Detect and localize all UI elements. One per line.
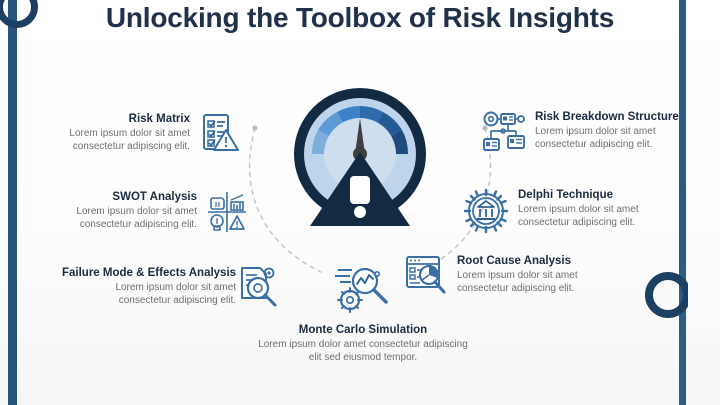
checklist-warning-icon (199, 112, 239, 159)
item-title: Failure Mode & Effects Analysis (62, 267, 237, 279)
item-title: Risk Matrix (128, 113, 190, 125)
item-body: Lorem ipsum dolor sit amet consectetur a… (535, 126, 656, 150)
gear-institution-icon (463, 188, 509, 239)
right-ring-decoration (645, 272, 691, 318)
item-title: Monte Carlo Simulation (298, 324, 428, 336)
item-title: Risk Breakdown Structure (535, 111, 679, 123)
document-magnifier-gear-icon (236, 266, 278, 313)
left-ring-decoration (0, 0, 38, 28)
item-body: Lorem ipsum dolor sit amet consectetur a… (76, 206, 197, 230)
item-title: Delphi Technique (518, 189, 613, 201)
item-risk-matrix[interactable]: Risk Matrix Lorem ipsum dolor sit amet c… (34, 112, 239, 159)
item-delphi-technique[interactable]: Delphi Technique Lorem ipsum dolor sit a… (463, 188, 678, 239)
hierarchy-network-icon (482, 110, 526, 159)
item-failure-mode-effects-analysis[interactable]: Failure Mode & Effects Analysis Lorem ip… (62, 266, 277, 313)
item-body: Lorem ipsum dolor sit amet consectetur a… (518, 204, 639, 228)
item-body: Lorem ipsum dolor sit amet consectetur a… (457, 270, 578, 294)
browser-piechart-magnifier-icon (404, 254, 448, 301)
item-root-cause-analysis[interactable]: Root Cause Analysis Lorem ipsum dolor si… (404, 254, 619, 301)
item-monte-carlo-simulation[interactable]: Monte Carlo Simulation Lorem ipsum dolor… (258, 262, 468, 364)
swot-quadrant-icon (206, 190, 248, 239)
chart-magnifier-gear-icon (332, 262, 394, 319)
item-swot-analysis[interactable]: SWOT Analysis Lorem ipsum dolor sit amet… (48, 190, 248, 239)
item-body: Lorem ipsum dolor amet consectetur adipi… (258, 339, 468, 363)
right-ring-mask (688, 266, 720, 326)
risk-gauge-icon (282, 84, 438, 236)
left-accent-bar (8, 0, 17, 405)
item-body: Lorem ipsum dolor sit amet consectetur a… (115, 282, 237, 306)
item-title: SWOT Analysis (112, 191, 197, 203)
item-body: Lorem ipsum dolor sit amet consectetur a… (69, 128, 190, 152)
right-accent-bar (679, 0, 686, 405)
item-risk-breakdown-structure[interactable]: Risk Breakdown Structure Lorem ipsum dol… (482, 110, 692, 159)
page-title: Unlocking the Toolbox of Risk Insights (105, 2, 615, 33)
item-title: Root Cause Analysis (457, 255, 571, 267)
